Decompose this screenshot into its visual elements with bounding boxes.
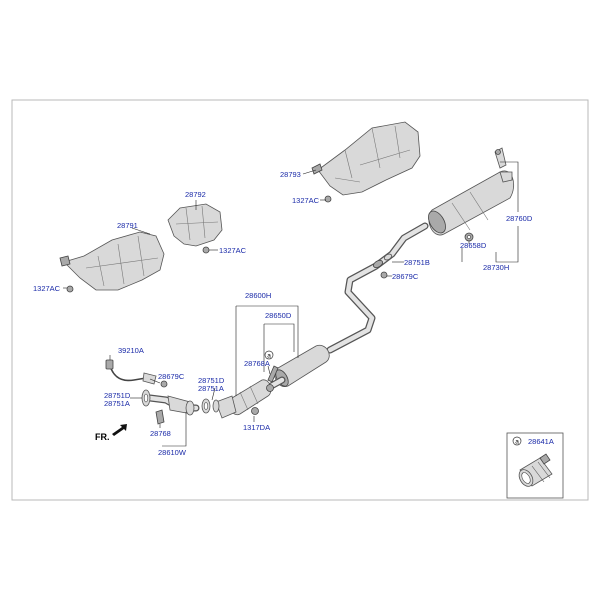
- lower-heat-shield-icon: [59, 231, 165, 291]
- label-28600h: 28600H: [245, 291, 271, 300]
- label-28751a-left: 28751A: [104, 399, 130, 408]
- label-28768: 28768: [150, 429, 171, 438]
- label-1327ac-mid: 1327AC: [219, 246, 247, 255]
- callout-a-main-text: a: [267, 353, 271, 360]
- label-28679c-right: 28679C: [392, 272, 419, 281]
- label-28768a: 28768A: [244, 359, 270, 368]
- callout-a-inset-text: a: [515, 439, 519, 446]
- oxygen-sensor-28768-icon: [155, 409, 165, 425]
- gasket-28751-middle-icon: [201, 398, 220, 414]
- bolt-1327ac-top-icon: [324, 195, 332, 203]
- leader-lines: [63, 161, 519, 447]
- callout-a-inset: [512, 436, 522, 446]
- label-28610w: 28610W: [158, 448, 187, 457]
- label-1317da: 1317DA: [243, 423, 270, 432]
- label-28760d: 28760D: [506, 214, 533, 223]
- label-28641a: 28641A: [528, 437, 554, 446]
- label-28730h: 28730H: [483, 263, 509, 272]
- rear-heat-shield-icon: [311, 121, 421, 196]
- label-28751d-left: 28751D: [104, 391, 131, 400]
- label-28751b: 28751B: [404, 258, 430, 267]
- label-28791: 28791: [117, 221, 138, 230]
- label-28751d-middle: 28751D: [198, 376, 225, 385]
- upper-heat-shield-icon: [167, 203, 223, 247]
- hanger-28679c-right-icon: [380, 271, 388, 279]
- exhaust-pipe-icon: [326, 222, 429, 354]
- catalytic-converter-icon: [215, 376, 286, 419]
- front-pipe-icon: [146, 394, 200, 416]
- label-28751a-middle: 28751A: [198, 384, 224, 393]
- label-28679c-left: 28679C: [158, 372, 185, 381]
- label-1327ac-left: 1327AC: [33, 284, 61, 293]
- diagram-frame: [11, 99, 589, 501]
- label-28793: 28793: [280, 170, 301, 179]
- pipe-clamp-icon: [518, 453, 553, 487]
- gasket-28751b-icon: [373, 253, 393, 269]
- oxygen-sensor-28768a-icon: [267, 365, 279, 383]
- oxygen-sensor-39210a-icon: [105, 359, 157, 385]
- label-39210a: 39210A: [118, 346, 144, 355]
- front-arrow-icon: [112, 424, 127, 436]
- bolt-1327ac-mid-icon: [202, 246, 210, 254]
- rear-muffler-icon: [428, 147, 514, 236]
- callout-a-main: [264, 350, 274, 360]
- label-1327ac-top: 1327AC: [292, 196, 320, 205]
- label-28658d: 28658D: [460, 241, 487, 250]
- gasket-28751-left-icon: [141, 389, 151, 407]
- label-28650d: 28650D: [265, 311, 292, 320]
- bolt-1317da-icon: [251, 407, 259, 415]
- hanger-28658d-icon: [464, 232, 474, 242]
- label-28792: 28792: [185, 190, 206, 199]
- nut-28679c-left-icon: [160, 380, 168, 388]
- bolt-1327ac-left-icon: [66, 285, 74, 293]
- front-direction-label: FR.: [95, 432, 110, 442]
